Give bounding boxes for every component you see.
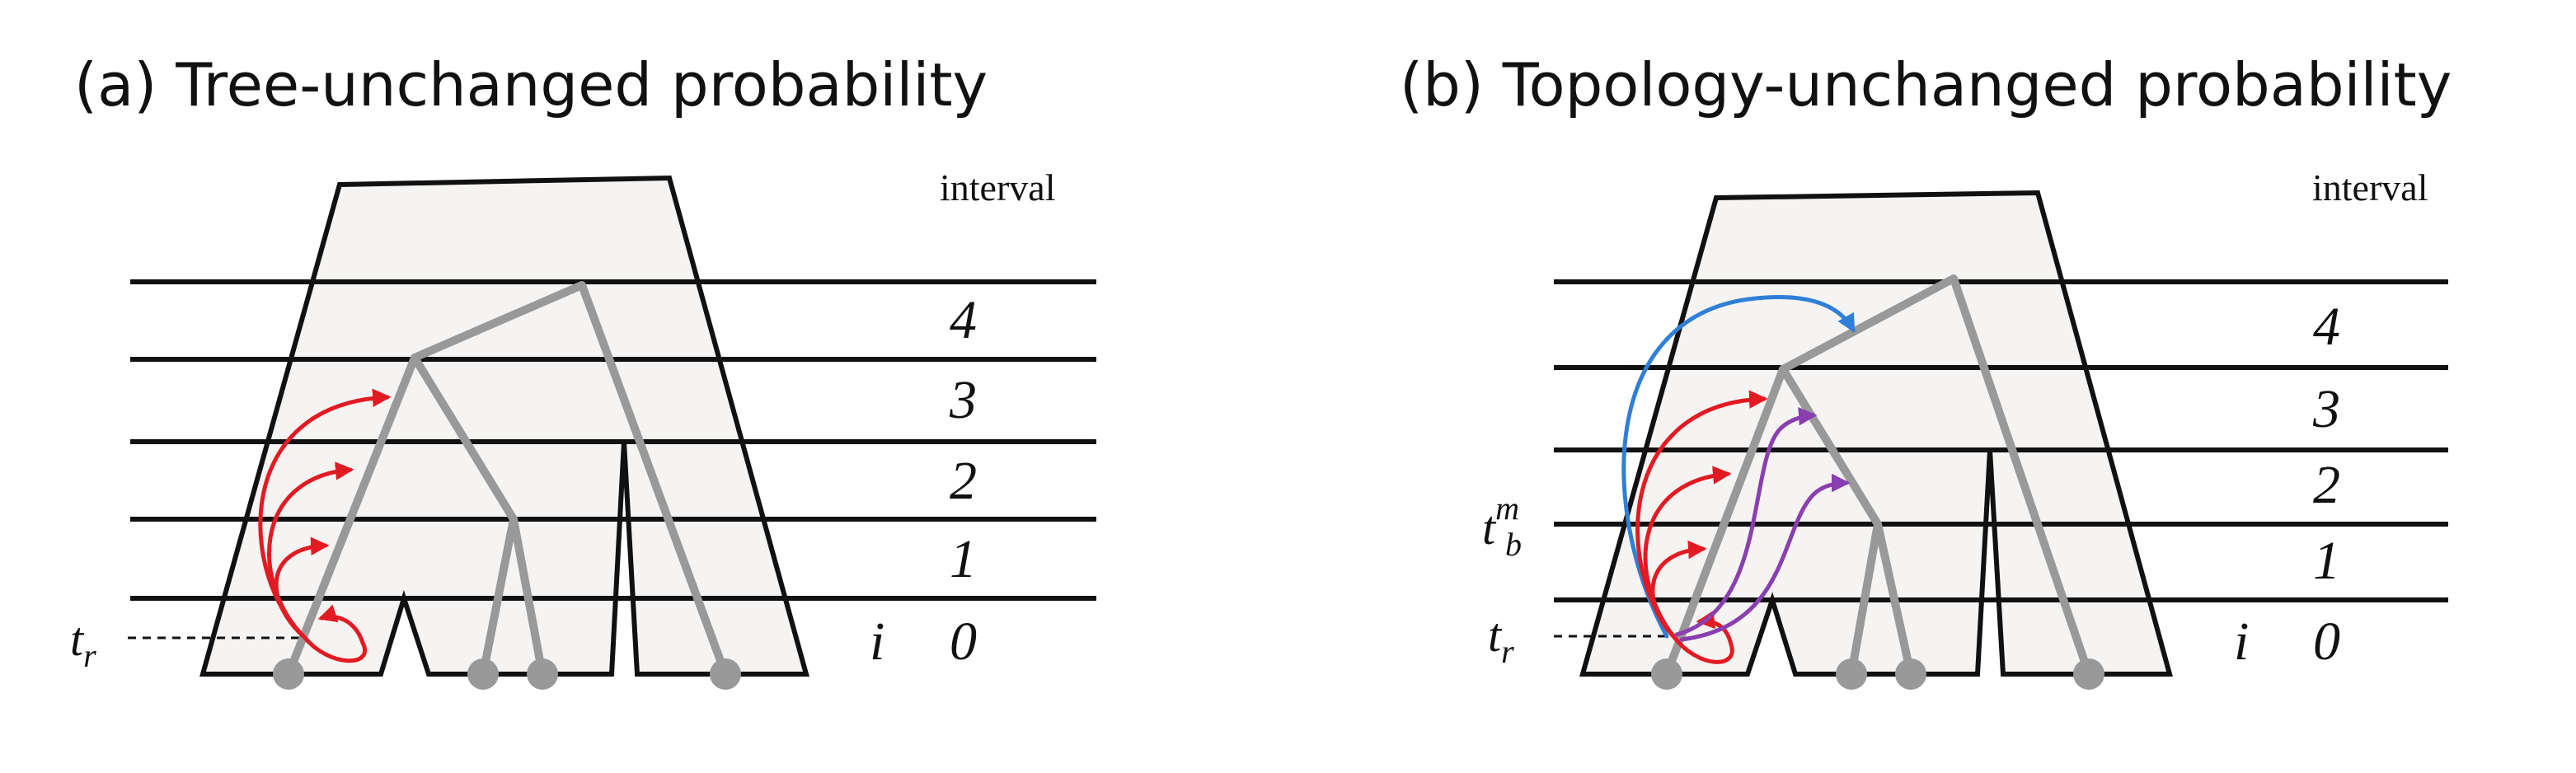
panel-a: (a) Tree-unchanged probability int [70, 50, 1096, 690]
panel-b: (b) Topology-unchanged probability [1400, 50, 2452, 690]
panel-b-leaf-4 [2073, 658, 2104, 690]
panel-a-interval-2: 2 [950, 451, 977, 511]
panel-b-interval-2: 2 [2313, 455, 2340, 515]
panel-b-interval-1: 1 [2313, 531, 2340, 591]
panel-b-species-shape [1579, 190, 2173, 677]
panel-a-leaf-1 [273, 658, 304, 690]
panel-a-interval-4: 4 [950, 290, 977, 350]
panel-b-leaf-3 [1895, 658, 1926, 690]
panel-a-interval-header: interval [940, 166, 1056, 208]
panel-b-leaf-2 [1836, 658, 1867, 690]
panel-a-gene-tree [273, 281, 741, 690]
panel-b-interval-0: 0 [2313, 611, 2340, 672]
panel-a-leaf-4 [710, 658, 741, 690]
panel-b-title: (b) Topology-unchanged probability [1400, 50, 2452, 119]
panel-a-leaf-3 [527, 658, 558, 690]
panel-b-purple-arrows [1674, 406, 1851, 642]
panel-b-interval-header: interval [2312, 166, 2428, 208]
panel-b-red-arrows [1635, 390, 1768, 664]
panel-a-interval-1: 1 [950, 529, 977, 589]
panel-a-species-shape [199, 175, 809, 677]
panel-a-title: (a) Tree-unchanged probability [74, 50, 988, 119]
panel-b-index-label: i [2234, 611, 2249, 672]
panel-a-red-arrows [258, 388, 392, 663]
panel-a-t-r-label: tr [70, 612, 96, 674]
panel-b-interval-4: 4 [2313, 297, 2340, 357]
panel-b-leaf-1 [1651, 658, 1682, 690]
panel-b-interval-3: 3 [2312, 379, 2340, 439]
panel-a-interval-3: 3 [949, 370, 977, 430]
panel-b-t-r-label: tr [1488, 608, 1514, 670]
panel-b-blue-arrow [1621, 295, 1856, 639]
panel-a-leaf-2 [467, 658, 499, 690]
panel-a-index-label: i [870, 611, 884, 672]
panel-a-interval-0: 0 [950, 611, 977, 672]
